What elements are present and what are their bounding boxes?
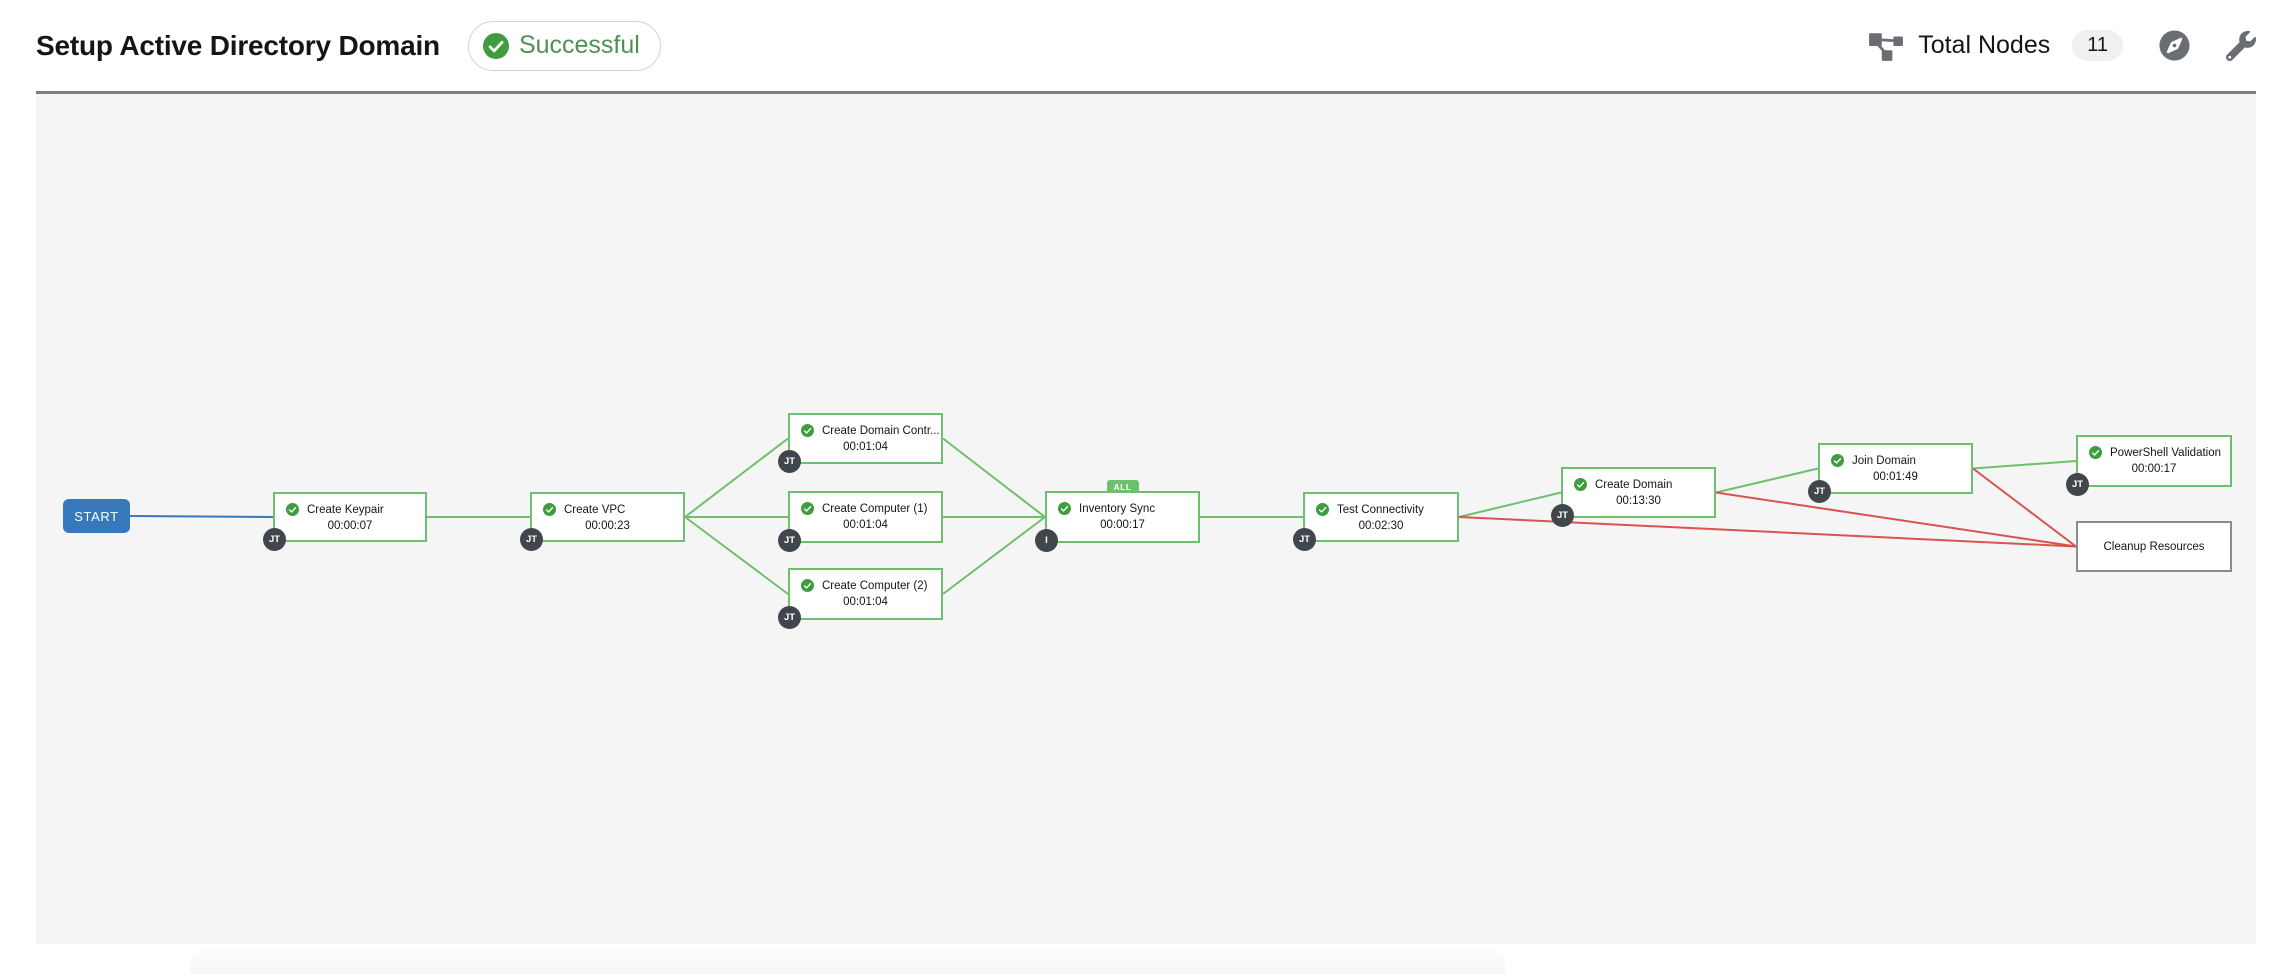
node-type-badge: JT xyxy=(778,606,801,629)
compass-icon xyxy=(2159,30,2190,61)
node-title-row: PowerShell Validation xyxy=(2078,437,2230,459)
workflow-edges xyxy=(129,437,2077,595)
workflow-node-cleanup[interactable]: Cleanup Resources xyxy=(2076,521,2232,572)
node-type-badge: JT xyxy=(778,529,801,552)
node-label: Create Computer (2) xyxy=(822,579,928,592)
header-left: Setup Active Directory Domain Successful xyxy=(36,20,661,71)
tools-button[interactable] xyxy=(2226,30,2256,61)
node-title-row: Create Computer (1) xyxy=(790,493,941,515)
node-success-icon xyxy=(1574,478,1587,491)
start-node: START xyxy=(63,499,130,533)
workflow-edge-joindomain-psvalidation xyxy=(1972,460,2077,470)
wrench-icon xyxy=(2226,30,2256,61)
node-label: PowerShell Validation xyxy=(2110,446,2222,459)
node-elapsed-time: 00:01:04 xyxy=(843,441,888,453)
node-title-row: Inventory Sync xyxy=(1047,493,1198,515)
node-type-badge: JT xyxy=(1551,504,1574,527)
node-success-icon xyxy=(286,503,299,516)
node-convergence-tag: ALL xyxy=(1106,480,1139,493)
node-label: Create Computer (1) xyxy=(822,502,928,515)
total-nodes-label: Total Nodes xyxy=(1918,31,2051,59)
node-elapsed-time: 00:00:17 xyxy=(2131,463,2177,475)
node-type-badge: JT xyxy=(1808,480,1831,503)
header-right: Total Nodes 11 xyxy=(1868,30,2256,62)
node-success-icon xyxy=(801,424,814,437)
node-label: Create Keypair xyxy=(307,503,384,516)
workflow-edge-dc-invsync xyxy=(942,437,1046,518)
status-text: Successful xyxy=(518,31,640,59)
node-label: Create VPC xyxy=(564,503,626,516)
node-success-icon xyxy=(1058,502,1071,515)
node-success-icon xyxy=(801,502,814,515)
node-title-row: Create VPC xyxy=(532,494,683,516)
node-type-badge: JT xyxy=(778,450,801,473)
node-label: Cleanup Resources xyxy=(2103,540,2205,553)
node-elapsed-time: 00:13:30 xyxy=(1616,495,1661,507)
workflow-edge-joindomain-cleanup xyxy=(1972,467,2077,548)
node-elapsed-time: 00:00:07 xyxy=(327,520,373,532)
workflow-edge-comp2-invsync xyxy=(942,516,1046,595)
node-elapsed-time: 00:01:04 xyxy=(843,596,888,608)
workflow-edge-vpc-dc xyxy=(684,437,789,518)
node-elapsed-time: 00:02:30 xyxy=(1358,520,1404,532)
node-elapsed-time: 00:00:17 xyxy=(1100,519,1145,531)
node-type-badge: I xyxy=(1035,529,1058,552)
node-title-row: Test Connectivity xyxy=(1305,494,1457,516)
workflow-edge-vpc-comp2 xyxy=(684,516,789,595)
node-success-icon xyxy=(2089,446,2102,459)
node-type-badge: JT xyxy=(2066,473,2089,496)
node-elapsed-time: 00:00:23 xyxy=(585,520,630,532)
page-title: Setup Active Directory Domain xyxy=(36,29,440,61)
node-elapsed-time: 00:01:04 xyxy=(843,519,888,531)
node-label: Join Domain xyxy=(1852,454,1916,467)
sitemap-icon xyxy=(1868,30,1904,62)
node-title-row: Join Domain xyxy=(1820,445,1971,467)
node-title-row: Create Computer (2) xyxy=(790,570,941,592)
status-badge: Successful xyxy=(467,20,661,71)
node-title-row: Create Domain xyxy=(1563,469,1714,491)
workflow-edge-createdomain-joindomain xyxy=(1715,467,1819,494)
workflow-edge-start-keypair xyxy=(129,515,274,518)
node-title-row: Create Keypair xyxy=(275,494,425,516)
legend-panel-peek xyxy=(190,949,1505,974)
check-circle-icon xyxy=(482,32,509,59)
workflow-edge-testconn-createdomain xyxy=(1458,491,1562,518)
node-type-badge: JT xyxy=(520,528,543,551)
node-label: Test Connectivity xyxy=(1337,503,1424,516)
node-type-badge: JT xyxy=(263,528,286,551)
workflow-edge-createdomain-cleanup xyxy=(1715,491,2077,548)
node-elapsed-time: 00:01:49 xyxy=(1873,471,1918,483)
total-nodes-count: 11 xyxy=(2072,30,2123,61)
node-type-badge: JT xyxy=(1293,528,1316,551)
node-success-icon xyxy=(1316,503,1329,516)
node-success-icon xyxy=(801,579,814,592)
node-success-icon xyxy=(543,503,556,516)
node-label: Create Domain Contr... xyxy=(822,424,940,437)
node-success-icon xyxy=(1831,454,1844,467)
legend-button[interactable] xyxy=(2159,30,2190,61)
node-label: Inventory Sync xyxy=(1079,502,1156,515)
workflow-header: Setup Active Directory Domain Successful… xyxy=(36,0,2256,91)
node-title-row: Create Domain Contr... xyxy=(790,415,941,437)
node-label: Create Domain xyxy=(1595,478,1673,491)
